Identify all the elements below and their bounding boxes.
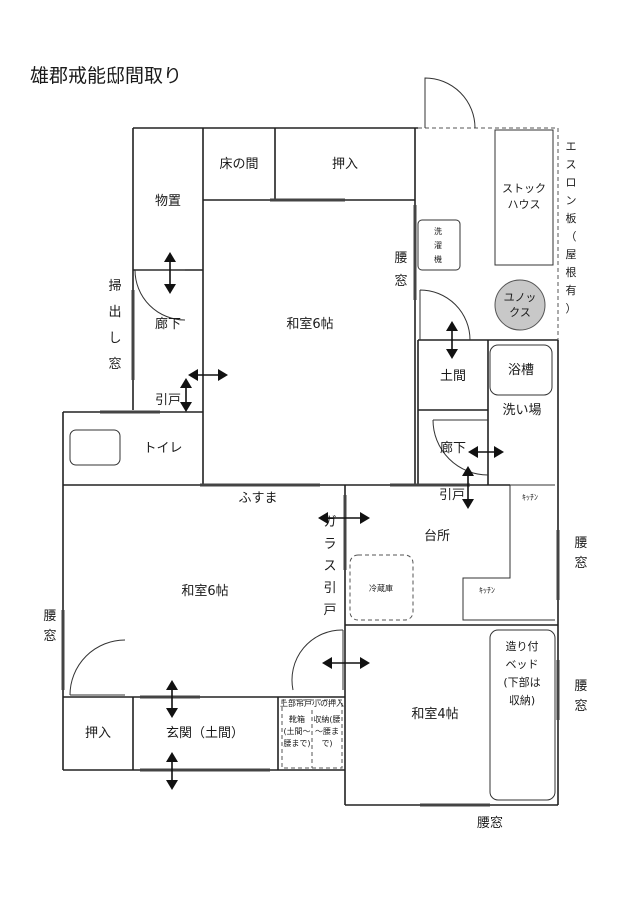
hallway-right-label: 廊下 <box>440 440 466 456</box>
arrow-hall-bath <box>468 446 504 458</box>
genkan-label: 玄関（土間） <box>166 726 244 741</box>
eslon-label-9: ） <box>566 302 577 315</box>
built-bed-fixture <box>489 629 556 801</box>
bathtub-fixture <box>489 344 553 396</box>
kitchen-unit-top-label: ｷｯﾁﾝ <box>522 493 538 502</box>
washitsu-left-label: 和室6帖 <box>181 583 228 599</box>
tokonoma-label: 床の間 <box>219 157 258 172</box>
kitchen-label: 台所 <box>424 529 450 544</box>
sweep-window-label-3: 窓 <box>108 356 121 372</box>
arrow-storage-hall <box>164 252 176 294</box>
sweep-window-label-1: 出 <box>108 305 121 320</box>
hikido-left-label: 引戸 <box>155 393 181 408</box>
arrow-genkan-washitsu <box>166 680 178 718</box>
eslon-label-5: （ <box>566 230 577 243</box>
toilet-fixture <box>69 429 121 466</box>
shoebox-1-label-1: 靴箱 <box>289 714 305 724</box>
washer-label-2: 濯 <box>434 240 442 250</box>
built-bed-label-4: 収納) <box>509 694 535 707</box>
oshiire-bottom-label: 押入 <box>85 726 111 741</box>
bathtub-label: 浴槽 <box>508 363 534 378</box>
doma-label: 土間 <box>440 369 466 384</box>
kitchen-unit-bottom-label: ｷｯﾁﾝ <box>479 586 495 595</box>
stock-house-label-2: ハウス <box>508 198 541 211</box>
shoebox-1-label-3: 腰まで) <box>283 739 310 748</box>
arrow-washitsu-4tatami <box>322 657 370 669</box>
windows <box>61 198 560 807</box>
arrow-hall-kitchen <box>462 466 474 509</box>
shoebox-2-label-1: 収納(腰 <box>313 714 340 724</box>
koshi-mado-left-label-1: 窓 <box>43 628 56 644</box>
door-swings <box>69 77 489 696</box>
stock-house-fixture <box>494 129 554 266</box>
built-bed-label-2: ベッド <box>506 658 539 671</box>
shoebox-2-label-2: ～腰ま <box>315 727 339 736</box>
washitsu-small-label: 和室4帖 <box>411 706 458 722</box>
hallway-left-label: 廊下 <box>155 316 181 332</box>
arrow-genkan-outside <box>166 752 178 790</box>
eslon-label-6: 屋 <box>566 248 577 261</box>
koshi-mado-kitchen-label-1: 窓 <box>574 555 587 571</box>
fusuma-label: ふすま <box>238 491 277 506</box>
koshi-mado-top-label-1: 窓 <box>394 273 407 289</box>
koshi-mado-right-label-1: 窓 <box>574 698 587 714</box>
shoebox-header-label: 上部吊戸小の押入 <box>280 698 344 708</box>
annotation-labels: エ ス ロ ン 板 （ 屋 根 有 ） 掃 出 し 窓 腰 窓 腰 窓 腰 窓 … <box>43 140 587 831</box>
arrow-hall-toilet <box>180 378 192 412</box>
washer-fixture <box>417 219 461 271</box>
unok-label-2: クス <box>509 306 531 319</box>
built-bed-label-3: (下部は <box>503 675 540 689</box>
eslon-label-0: エ <box>566 140 577 153</box>
eslon-label-4: 板 <box>566 211 577 225</box>
washer-label-1: 洗 <box>434 226 442 236</box>
washer-label-3: 機 <box>434 254 442 264</box>
built-bed-label-1: 造り付 <box>506 639 539 653</box>
unok-fixture <box>494 279 546 331</box>
glass-hikido-label-4: 戸 <box>323 603 336 618</box>
glass-hikido-label-1: ラ <box>323 537 336 552</box>
arrow-hall-washitsu <box>188 369 228 381</box>
eslon-label-1: ス <box>566 158 577 171</box>
eslon-label-2: ロ <box>566 176 577 189</box>
glass-hikido-label-3: 引 <box>323 581 336 596</box>
arrow-washitsu-doma <box>446 321 458 359</box>
oshiire-top-label: 押入 <box>332 157 358 172</box>
shoebox-1-label-2: (土間～ <box>283 726 310 736</box>
hikido-kitchen-label: 引戸 <box>439 488 465 503</box>
koshi-mado-kitchen-label-0: 腰 <box>574 536 587 551</box>
storage-label: 物置 <box>155 194 181 209</box>
sweep-window-label-0: 掃 <box>108 278 121 294</box>
eslon-label-7: 根 <box>566 265 577 279</box>
unok-label-1: ユノッ <box>504 291 537 304</box>
toilet-label: トイレ <box>143 441 182 456</box>
sweep-window-label-2: し <box>108 331 121 346</box>
glass-hikido-label-2: ス <box>323 559 336 574</box>
washitsu-main-label: 和室6帖 <box>286 316 333 332</box>
fridge-label: 冷蔵庫 <box>369 583 393 593</box>
washplace-label: 洗い場 <box>502 403 541 418</box>
stock-house-label-1: ストック <box>502 182 546 195</box>
koshi-mado-left-label-0: 腰 <box>43 609 56 624</box>
eslon-label-3: ン <box>566 194 577 207</box>
koshi-mado-top-label-0: 腰 <box>394 251 407 266</box>
room-labels: 物置 床の間 押入 和室6帖 和室6帖 和室4帖 ストック ハウス 洗 濯 機 … <box>85 157 546 748</box>
arrow-washitsu-kitchen <box>318 512 370 524</box>
shoebox-2-label-3: で) <box>321 739 332 748</box>
eslon-roof-outline <box>418 127 559 340</box>
passage-arrows <box>164 252 504 790</box>
koshi-mado-bottom-label: 腰窓 <box>477 815 503 831</box>
fridge-fixture <box>349 554 414 621</box>
koshi-mado-right-label-0: 腰 <box>574 679 587 694</box>
eslon-label-8: 有 <box>566 283 577 297</box>
plan-title: 雄郡戒能邸間取り <box>30 65 182 87</box>
